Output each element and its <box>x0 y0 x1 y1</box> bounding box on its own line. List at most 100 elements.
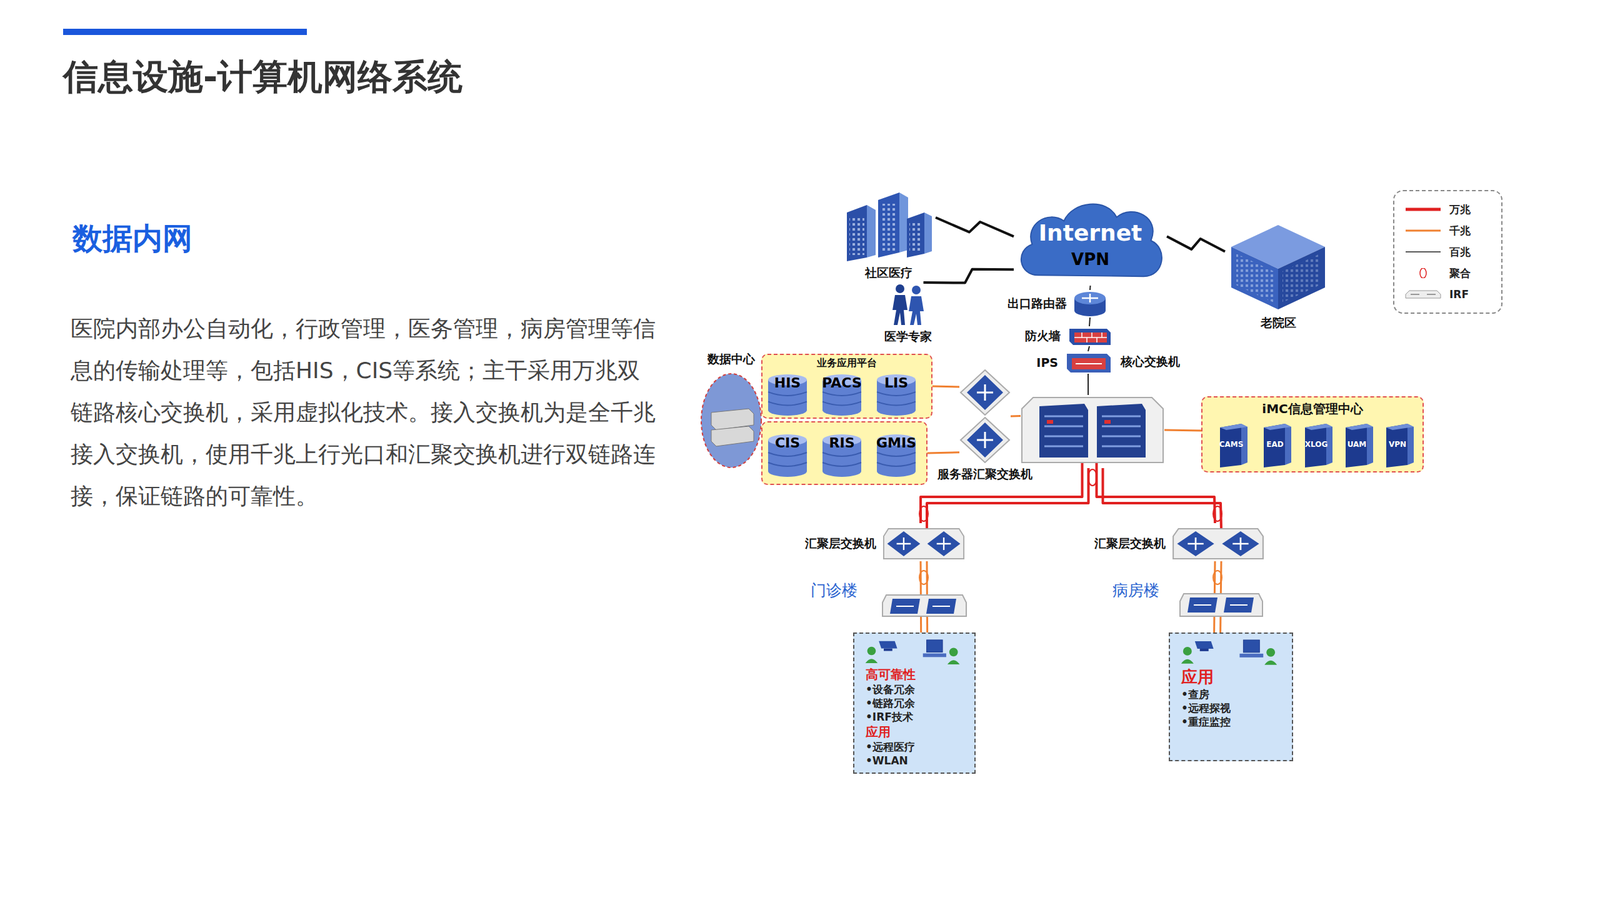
network-link <box>1088 346 1090 352</box>
diamonds-shape <box>959 368 1011 464</box>
node-label: HIS <box>767 375 808 391</box>
server-icon: VPN <box>1383 421 1415 468</box>
legend-row: 聚合 <box>1404 262 1494 284</box>
network-link <box>1166 236 1225 252</box>
access-switch <box>882 595 967 617</box>
devices-shape <box>1170 636 1292 668</box>
legend-sample <box>1404 204 1442 215</box>
node-label: 汇聚层交换机 <box>805 535 877 552</box>
node-label: VPN <box>1385 440 1410 449</box>
node-label: 数据中心 <box>707 351 755 368</box>
node-label: CAMS <box>1218 440 1244 449</box>
aggregation-switch: 汇聚层交换机病房楼 <box>1171 526 1265 562</box>
network-link <box>1090 285 1092 290</box>
server-switch: 服务器汇聚交换机 <box>959 368 1011 464</box>
page-title: 信息设施-计算机网络系统 <box>63 53 463 102</box>
firewall-icon: 防火墙 <box>1066 326 1112 347</box>
node-label: CIS <box>767 435 808 451</box>
node-label: 业务应用平台 <box>762 356 932 370</box>
legend-label: 百兆 <box>1449 245 1471 260</box>
connector-line <box>932 385 960 389</box>
node-label: •重症监控 <box>1181 715 1287 729</box>
node-label: 汇聚层交换机 <box>1094 535 1166 552</box>
network-link <box>935 217 1014 237</box>
network-link <box>923 269 1015 284</box>
node-label: EAD <box>1262 440 1288 449</box>
hospital-icon: 社区医疗 <box>841 187 936 263</box>
info-box: 高可靠性•设备冗余•链路冗余•IRF技术应用•远程医疗•WLAN <box>853 632 976 774</box>
connector-line <box>927 452 960 454</box>
node-label: 出口路由器 <box>1007 295 1067 312</box>
network-link <box>932 386 960 388</box>
node-label: 服务器汇聚交换机 <box>937 466 1033 483</box>
node-label: 应用 <box>865 723 970 740</box>
node-label: 病房楼 <box>1112 580 1160 601</box>
ips-shape <box>1064 351 1112 374</box>
node-label: 应用 <box>1181 666 1287 688</box>
network-link <box>1089 317 1090 327</box>
legend-sample <box>1404 225 1442 236</box>
people-shape <box>886 282 930 327</box>
database-cylinder: RIS <box>821 433 862 478</box>
network-link <box>1096 461 1222 530</box>
node-label: GMIS <box>876 435 917 451</box>
internet-cloud: InternetVPN <box>1013 196 1167 286</box>
legend-row: 千兆 <box>1404 220 1494 242</box>
oval-shape <box>700 372 763 470</box>
node-label: •链路冗余 <box>865 696 970 710</box>
node-label: 高可靠性 <box>865 666 970 683</box>
expert-icon: 医学专家 <box>886 282 930 327</box>
platform-box: CIS RIS GMIS <box>761 421 928 485</box>
connector-line <box>920 461 1083 524</box>
node-label: 老院区 <box>1260 315 1297 332</box>
connector-line <box>1164 429 1202 432</box>
database-cylinder: PACS <box>821 373 862 417</box>
database-cylinder: GMIS <box>876 433 917 478</box>
node-label: 门诊楼 <box>810 580 858 601</box>
node-label: 核心交换机 <box>1120 353 1180 370</box>
node-label: LIS <box>876 375 917 391</box>
connector-line <box>1103 468 1222 530</box>
node-label: XLOG <box>1303 440 1329 449</box>
node-label: 社区医疗 <box>865 265 913 282</box>
aggregation-switch: 汇聚层交换机门诊楼 <box>882 526 965 562</box>
node-label: •查房 <box>1181 687 1287 702</box>
node-label: RIS <box>821 435 862 451</box>
legend-sample <box>1404 289 1442 300</box>
network-link <box>927 452 960 454</box>
node-label: •IRF技术 <box>865 710 970 724</box>
aggregation-mark <box>919 469 1222 585</box>
node-label: •远程医疗 <box>865 740 970 754</box>
legend-row: 万兆 <box>1404 198 1494 220</box>
node-label: IPS <box>1036 355 1059 370</box>
database-cylinder: LIS <box>876 373 917 417</box>
legend-sample <box>1404 268 1442 279</box>
node-label: Internet <box>1013 220 1167 246</box>
network-link <box>920 461 1089 530</box>
connector-line <box>1089 317 1090 327</box>
office-shape <box>1225 218 1332 313</box>
database-cylinder: HIS <box>767 373 808 417</box>
legend-label: 万兆 <box>1449 202 1471 217</box>
datacenter-oval: 数据中心 <box>700 372 763 470</box>
server-icon: EAD <box>1261 421 1293 468</box>
legend-label: 聚合 <box>1449 266 1471 281</box>
node-label: VPN <box>1013 250 1167 269</box>
network-link <box>1010 415 1021 417</box>
firewall-shape <box>1066 326 1112 347</box>
database-cylinder: CIS <box>767 433 808 478</box>
legend-label: 千兆 <box>1449 223 1471 239</box>
node-label: UAM <box>1344 440 1370 449</box>
node-label: 防火墙 <box>1025 328 1061 345</box>
node-label: 医学专家 <box>884 328 932 345</box>
connector-line <box>935 217 1014 237</box>
connector-line <box>1166 236 1225 252</box>
node-label: •远程探视 <box>1181 701 1287 715</box>
platform-box: 业务应用平台 HIS PACS LIS <box>761 353 933 419</box>
core-switch: 核心交换机 <box>1020 395 1165 465</box>
ips-icon: IPS <box>1064 351 1112 374</box>
node-label: iMC信息管理中心 <box>1202 400 1423 418</box>
router-icon: 出口路由器 <box>1073 290 1107 318</box>
campus-icon: 老院区 <box>1225 218 1332 313</box>
